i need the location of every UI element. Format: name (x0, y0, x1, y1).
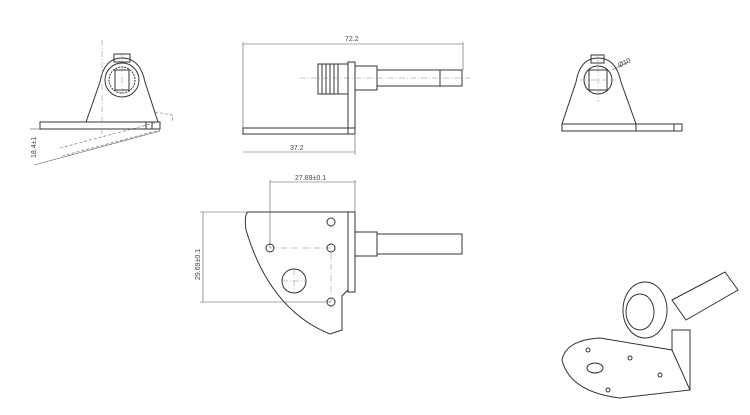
overall-length-label: 72.2 (345, 36, 359, 43)
hole-spacing-x-label: 27.89±0.1 (295, 175, 326, 182)
shaft-diameter-label: Ø10 (617, 57, 632, 69)
hole-spacing-y-label: 29.69±0.1 (195, 249, 202, 280)
isometric-view (561, 271, 739, 399)
front-view: 72.2 37.2 (242, 36, 470, 155)
tilt-angle-label: 18.4±1 (31, 137, 38, 158)
top-view: 27.89±0.1 29.69±0.1 (195, 175, 463, 335)
left-side-view: 18.4±1 (30, 40, 174, 166)
right-side-view: Ø10 (561, 54, 683, 132)
base-length-label: 37.2 (290, 145, 304, 152)
